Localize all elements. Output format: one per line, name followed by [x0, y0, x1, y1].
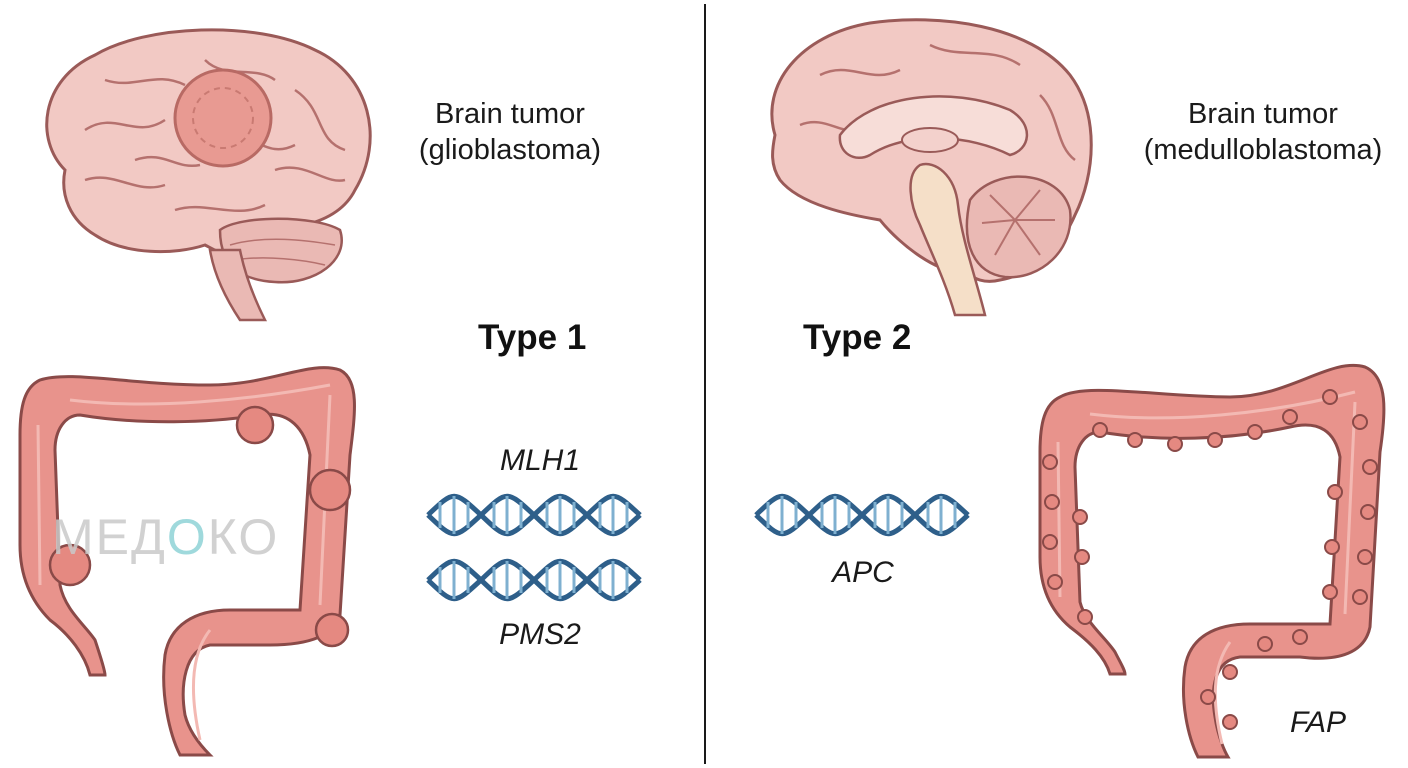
- brain-sagittal-illustration: [770, 18, 1093, 317]
- type-1-label: Type 1: [478, 318, 587, 357]
- type-2-label: Type 2: [803, 318, 912, 357]
- left-tumor-label: Brain tumor (glioblastoma): [418, 98, 602, 166]
- dna-icon-mlh1: [426, 493, 642, 537]
- brain-lateral-illustration: [45, 28, 372, 322]
- dna-icon-apc: [754, 493, 970, 537]
- gene-label-pms2: PMS2: [499, 618, 581, 651]
- colon-type1-illustration: [18, 366, 356, 757]
- fap-label: FAP: [1289, 706, 1347, 739]
- colon-fap-illustration: [1038, 364, 1386, 759]
- right-tumor-label: Brain tumor (medulloblastoma): [1143, 98, 1383, 166]
- gene-label-apc: APC: [832, 556, 894, 589]
- tumor-glioblastoma: [173, 68, 273, 168]
- watermark-logo: МЕДОКО: [52, 509, 280, 565]
- dna-icon-pms2: [426, 558, 642, 602]
- gene-label-mlh1: MLH1: [499, 444, 581, 477]
- panel-divider: [704, 4, 706, 764]
